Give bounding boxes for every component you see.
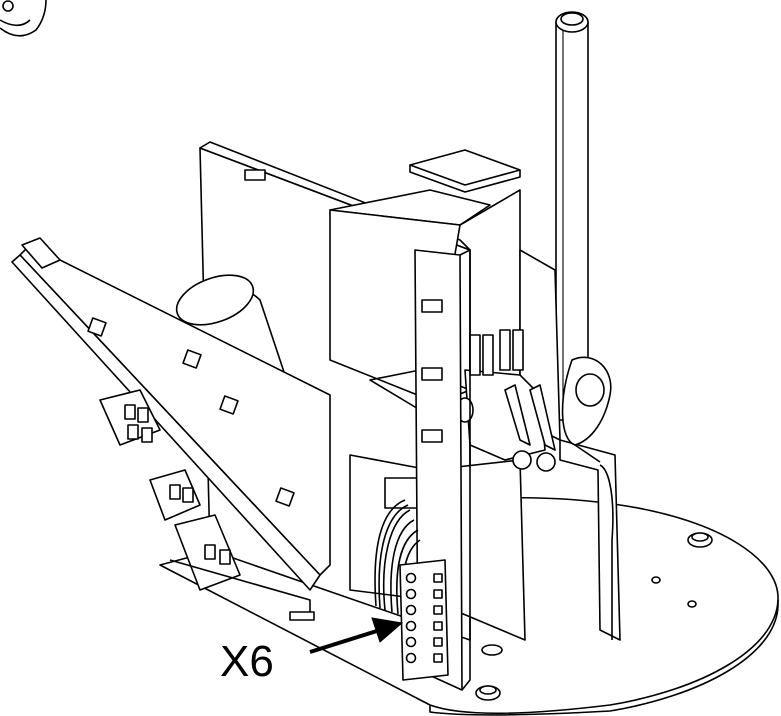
base-hole-3 [687,600,697,608]
callout-label-x6: X6 [220,637,274,686]
callout-arrow [309,617,404,654]
pcb-standoffs [87,317,295,507]
pcb-terminal-block-1 [99,389,161,446]
frame-tab-1 [244,169,266,181]
pcb-terminal-block-3 [174,514,241,591]
terminal-block-x6 [399,559,449,681]
base-screw-front-head [479,685,497,695]
corner-arc-inner [0,19,31,27]
hinged-pcb [11,237,331,621]
vertical-rod [555,11,589,421]
pcb-connector-1 [421,299,443,313]
pcb-connector-3 [421,429,443,443]
corner-screw [2,0,14,12]
corner-arc [0,0,47,37]
base-hole-1 [481,644,503,656]
base-screw-right-head [691,532,709,542]
base-hole-2 [651,576,661,584]
pcb-hinge-tab [21,237,61,269]
pcb-connector-2 [421,367,443,381]
side-bracket [559,356,621,641]
pcb-terminal-block-2 [149,469,201,521]
